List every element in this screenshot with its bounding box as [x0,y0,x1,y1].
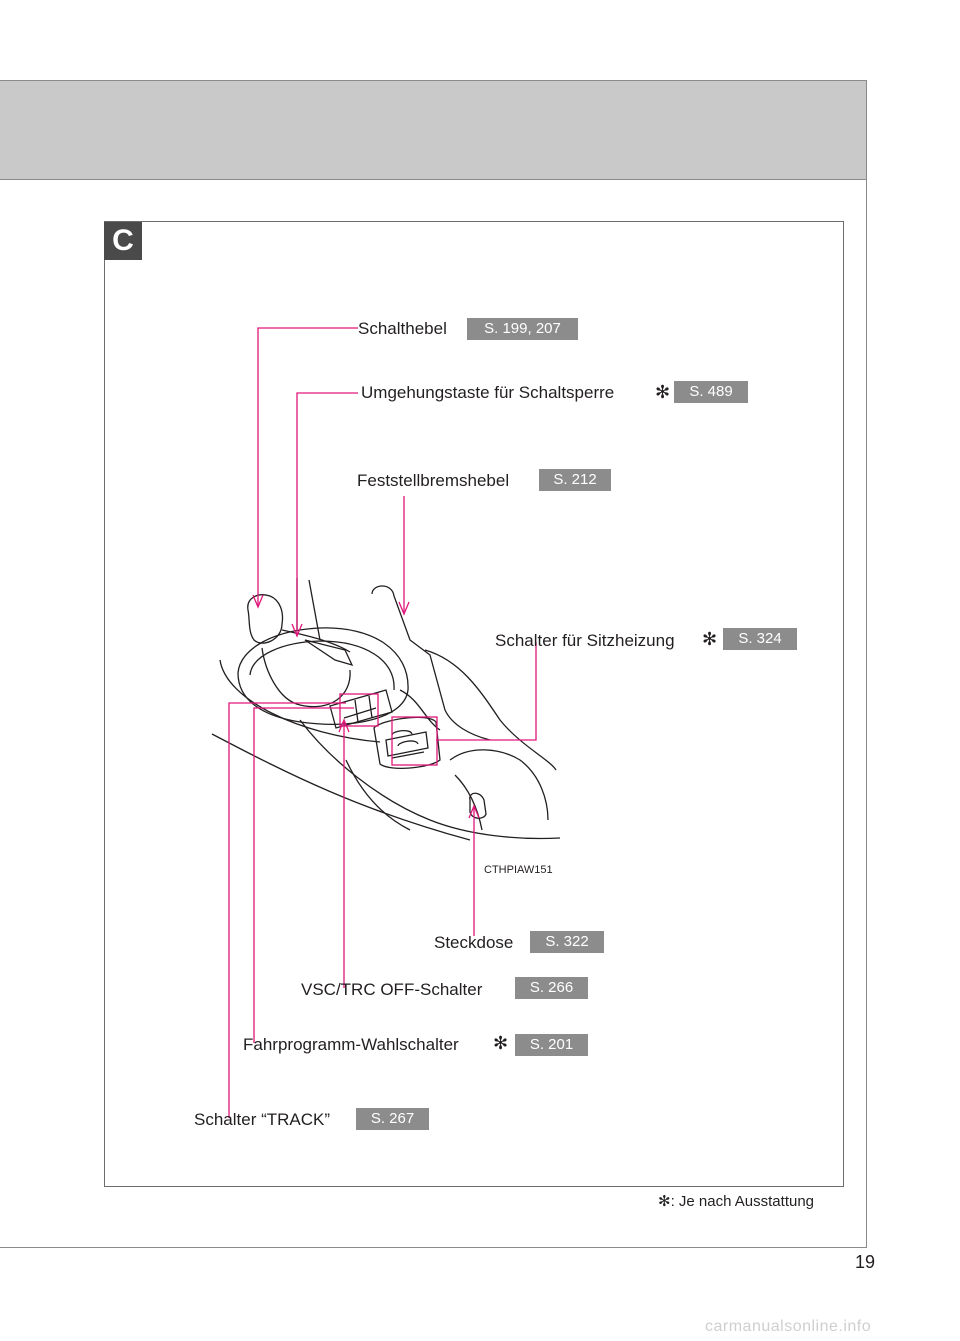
callout-feststell-ref[interactable]: S. 212 [539,469,611,491]
leader-arrowheads [252,594,480,819]
header-band [0,80,867,180]
right-margin-rule [866,80,867,1248]
callout-vsc-label: VSC/TRC OFF-Schalter [301,980,483,999]
callout-schalthebel-label: Schalthebel [358,319,447,338]
callout-sitzheizung-asterisk: ✻ [702,629,718,649]
callout-sitzheizung-label: Schalter für Sitzheizung [495,631,675,650]
callout-umgehung-label: Umgehungstaste für Schaltsperre [361,383,615,402]
page-number: 19 [855,1252,876,1272]
footnote: ✻: Je nach Ausstattung [658,1192,814,1210]
footnote-text: : Je nach Ausstattung [670,1193,815,1210]
callout-fahrprogramm-label: Fahrprogramm-Wahlschalter [243,1035,459,1054]
leader-lines [228,327,537,1118]
callout-umgehung-ref[interactable]: S. 489 [674,381,748,403]
center-console-drawing [211,578,561,841]
section-tab: C [104,222,142,260]
callout-track-ref[interactable]: S. 267 [356,1108,429,1130]
switch-panel-highlight-box [339,693,379,727]
callout-track-label: Schalter “TRACK” [194,1110,331,1129]
watermark: carmanualsonline.info [705,1318,872,1335]
seat-heater-highlight-box [391,716,438,766]
callout-vsc-ref[interactable]: S. 266 [515,977,588,999]
callout-steckdose-ref[interactable]: S. 322 [530,931,604,953]
callout-fahrprogramm-asterisk: ✻ [493,1033,509,1053]
callout-schalthebel-ref[interactable]: S. 199, 207 [467,318,578,340]
callout-sitzheizung-ref[interactable]: S. 324 [723,628,797,650]
callout-feststell-label: Feststellbremshebel [357,471,510,490]
footnote-asterisk: ✻ [658,1193,671,1210]
bottom-rule [0,1247,867,1248]
callout-umgehung-asterisk: ✻ [655,382,671,402]
illustration-code: CTHPIAW151 [484,864,553,876]
callout-steckdose-label: Steckdose [434,933,514,952]
callout-fahrprogramm-ref[interactable]: S. 201 [515,1034,588,1056]
illustration-frame [104,221,844,1187]
